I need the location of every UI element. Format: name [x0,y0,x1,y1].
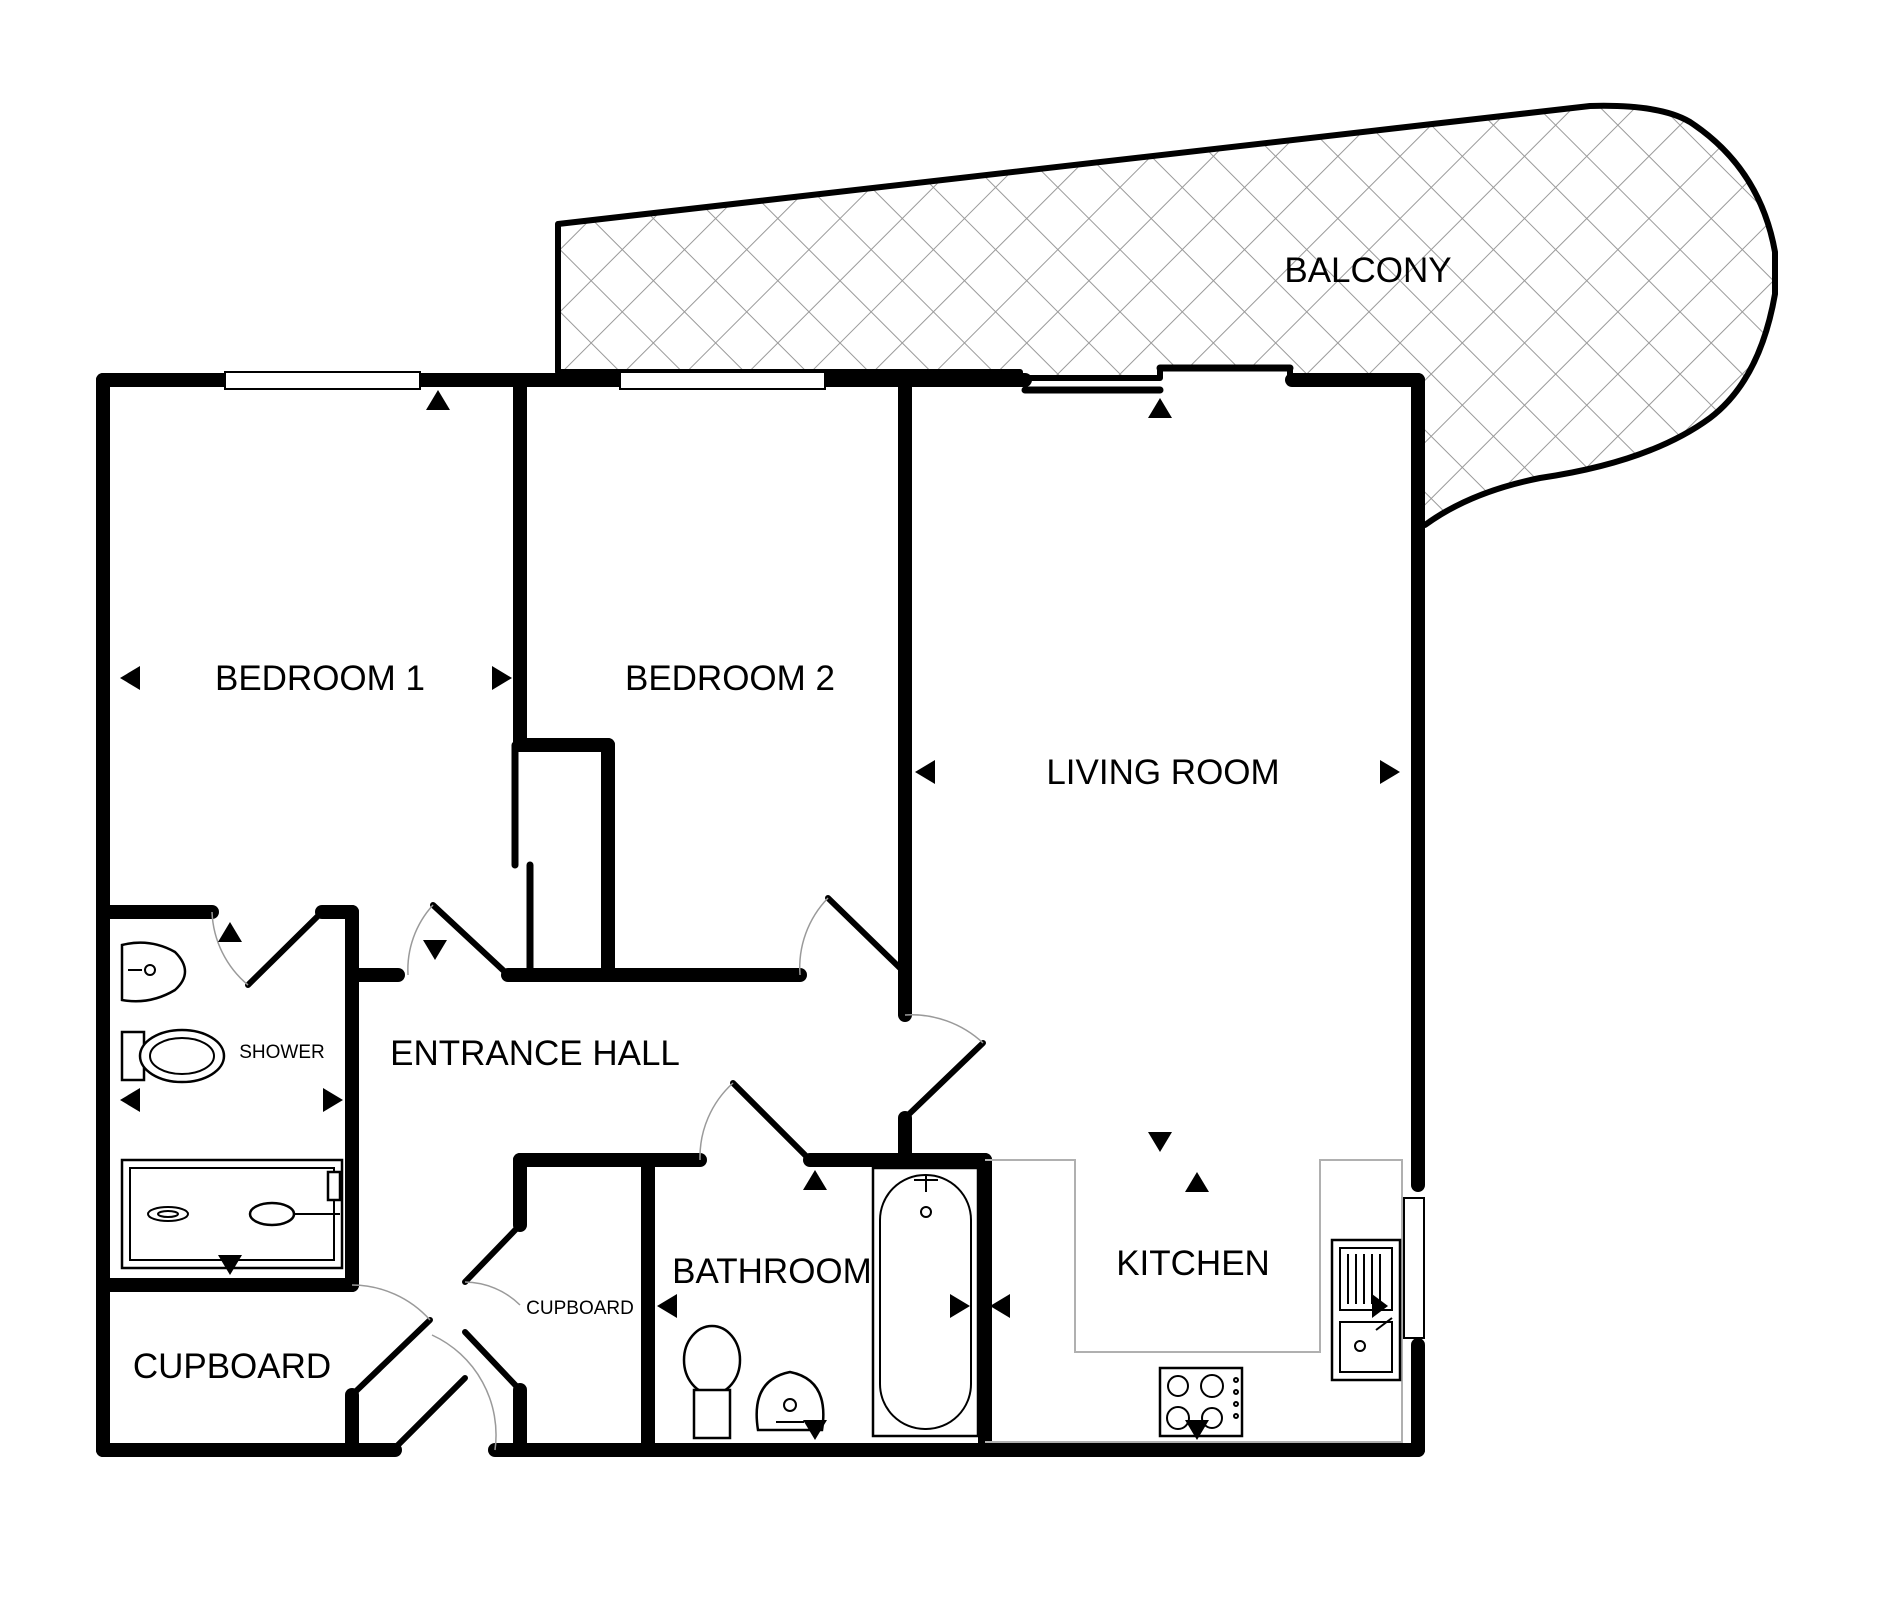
shower-tray-icon [120,1158,344,1270]
label-kitchen: KITCHEN [1116,1244,1270,1283]
window-bedroom-1 [224,371,421,390]
dimension-arrow-icon [120,666,140,690]
dimension-arrow-icon [803,1170,827,1190]
shower-room-fittings [120,941,344,1270]
bathroom-fittings [682,1166,980,1440]
label-balcony: BALCONY [1284,251,1451,290]
label-entrance-hall: ENTRANCE HALL [390,1034,680,1073]
kitchen-counter [985,1159,1403,1443]
dimension-arrow-icon [426,390,450,410]
label-cupboard-small: CUPBOARD [526,1298,634,1319]
sink-icon [1330,1238,1402,1382]
toilet-icon [682,1324,742,1440]
dimension-arrow-icon [915,760,935,784]
label-bedroom-1: BEDROOM 1 [215,659,425,698]
dimension-arrow-icon [218,1255,242,1275]
dimension-arrow-icon [218,922,242,942]
dimension-arrow-icon [657,1294,677,1318]
dimension-arrow-icon [423,940,447,960]
dimension-arrow-icon [990,1294,1010,1318]
dimension-arrow-icon [1185,1420,1209,1440]
dimension-arrow-icon [1148,398,1172,418]
basin-icon [755,1370,825,1432]
label-bathroom: BATHROOM [672,1252,872,1291]
dimension-arrow-icon [1380,760,1400,784]
internal-walls [96,373,992,1457]
dimension-arrow-icon [120,1088,140,1112]
balcony-door [1021,364,1294,394]
dimension-arrow-icon [803,1420,827,1440]
windows [224,371,1425,1339]
dimension-arrows [120,390,1400,1440]
window-kitchen [1403,1197,1425,1339]
label-cupboard: CUPBOARD [133,1347,331,1386]
balcony-area [555,102,1778,528]
dimension-arrow-icon [323,1088,343,1112]
toilet-icon [120,1028,226,1084]
dimension-arrow-icon [1148,1132,1172,1152]
label-living-room: LIVING ROOM [1046,753,1279,792]
doors [211,895,986,1451]
dimension-arrow-icon [950,1294,970,1318]
dimension-arrow-icon [1185,1172,1209,1192]
room-labels: BALCONY BEDROOM 1 BEDROOM 2 LIVING ROOM … [133,251,1452,1386]
window-bedroom-2 [619,371,826,390]
label-bedroom-2: BEDROOM 2 [625,659,835,698]
label-shower: SHOWER [239,1042,325,1063]
dimension-arrow-icon [492,666,512,690]
kitchen-fittings [985,1159,1403,1443]
basin-icon [120,941,187,1003]
dimension-arrow-icon [1372,1294,1388,1318]
balcony [555,102,1778,528]
